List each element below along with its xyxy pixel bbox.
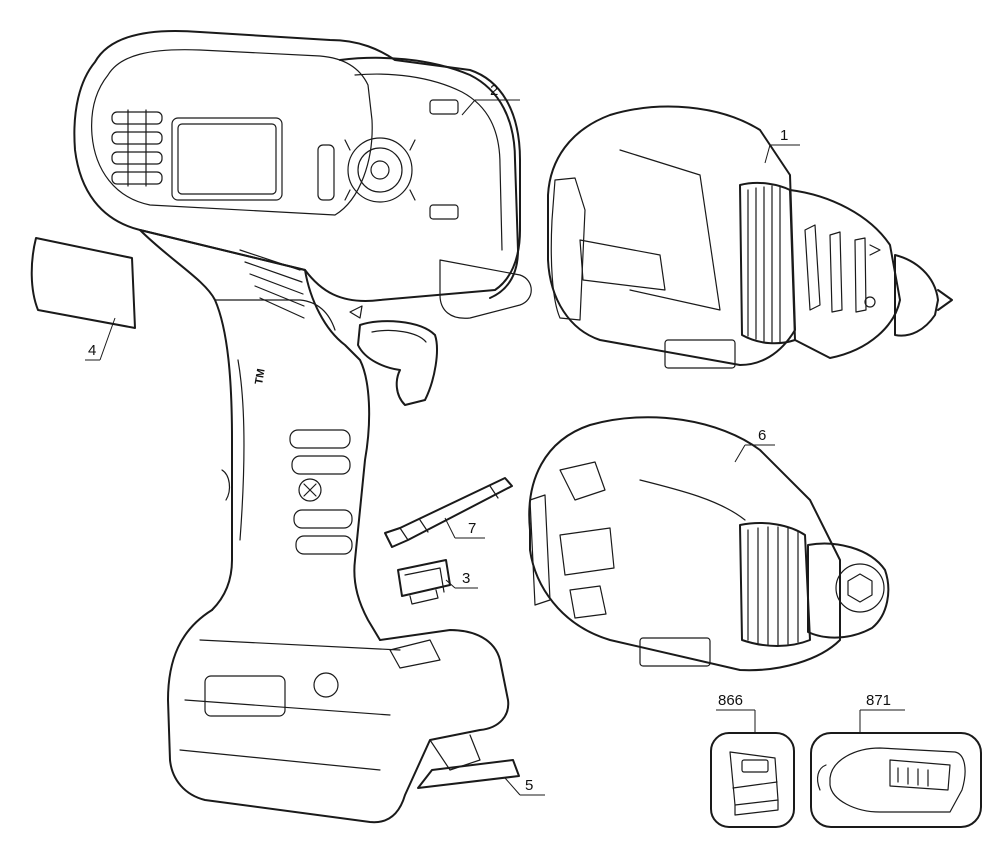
callout-871: 871 <box>866 692 891 709</box>
callout-7: 7 <box>468 520 476 537</box>
battery-inset <box>710 732 795 828</box>
drill-body: TM <box>73 29 532 824</box>
grip-texture <box>221 249 353 555</box>
callout-866: 866 <box>718 692 743 709</box>
screwdriver-bit <box>384 477 513 548</box>
impact-knurling <box>747 526 799 646</box>
callout-5: 5 <box>525 777 533 794</box>
impact-driver-attachment <box>528 416 890 672</box>
callout-1: 1 <box>780 127 788 144</box>
callout-2: 2 <box>490 82 498 99</box>
charger-inset <box>810 732 982 828</box>
chuck-knurling <box>747 185 781 343</box>
leader-lines <box>85 99 905 796</box>
callout-4: 4 <box>88 342 96 359</box>
label-sheet <box>30 237 136 329</box>
belt-clip <box>397 559 451 605</box>
trademark-mark: TM <box>253 368 268 386</box>
label-strip <box>417 759 520 789</box>
callout-3: 3 <box>462 570 470 587</box>
vent-slots <box>111 109 163 187</box>
callout-6: 6 <box>758 427 766 444</box>
drill-chuck-attachment <box>547 105 953 369</box>
